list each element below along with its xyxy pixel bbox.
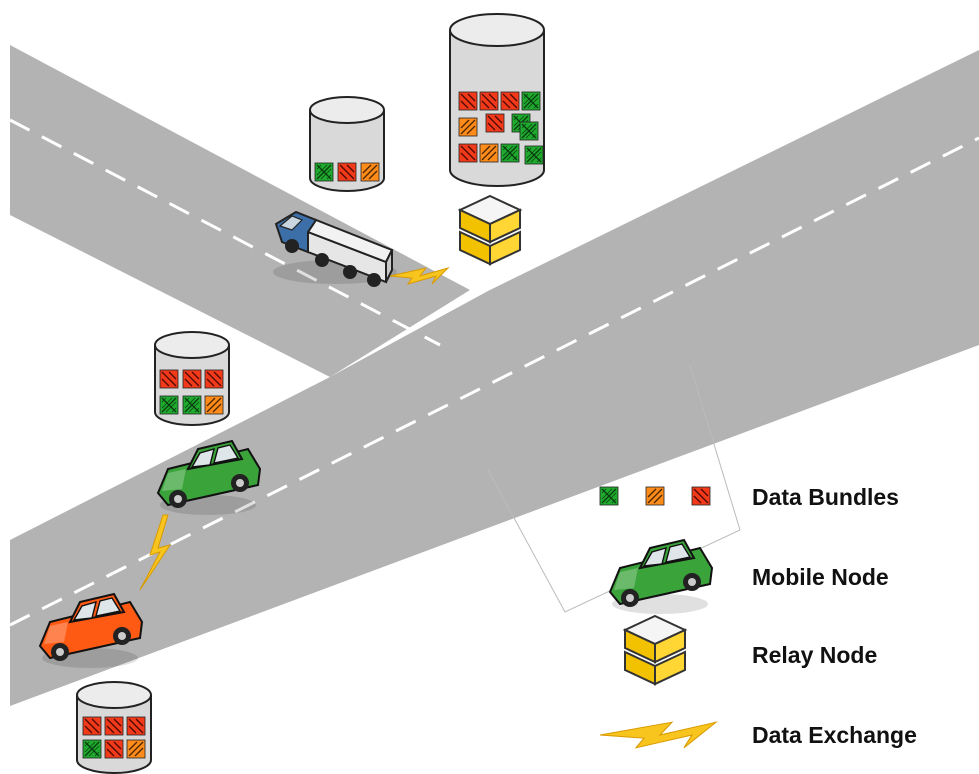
data-exchange-bolt-cars bbox=[139, 514, 172, 591]
road-upper-left bbox=[10, 45, 470, 377]
legend-data-bundles-icons bbox=[599, 486, 711, 506]
legend-mobile-node-icon bbox=[609, 539, 713, 615]
lane-marking-upper bbox=[9, 118, 441, 347]
legend-relay-node-icon bbox=[624, 615, 686, 685]
green-car-mobile-node bbox=[157, 440, 261, 516]
lane-marking-main bbox=[9, 136, 979, 627]
buffer-cylinder-green-car bbox=[154, 331, 230, 426]
buffer-cylinder-truck bbox=[309, 96, 385, 192]
truck-mobile-node bbox=[273, 210, 397, 287]
legend-label-relay-node: Relay Node bbox=[752, 642, 878, 668]
buffer-cylinder-large bbox=[449, 13, 545, 187]
legend-label-data-exchange: Data Exchange bbox=[752, 722, 917, 748]
legend-label-data-bundles: Data Bundles bbox=[752, 484, 899, 510]
relay-node-scene bbox=[459, 195, 521, 265]
legend-data-exchange-icon bbox=[599, 721, 719, 749]
legend-label-mobile-node: Mobile Node bbox=[752, 564, 889, 590]
road-main-diagonal bbox=[10, 50, 979, 706]
buffer-cylinder-orange-car bbox=[76, 681, 152, 774]
